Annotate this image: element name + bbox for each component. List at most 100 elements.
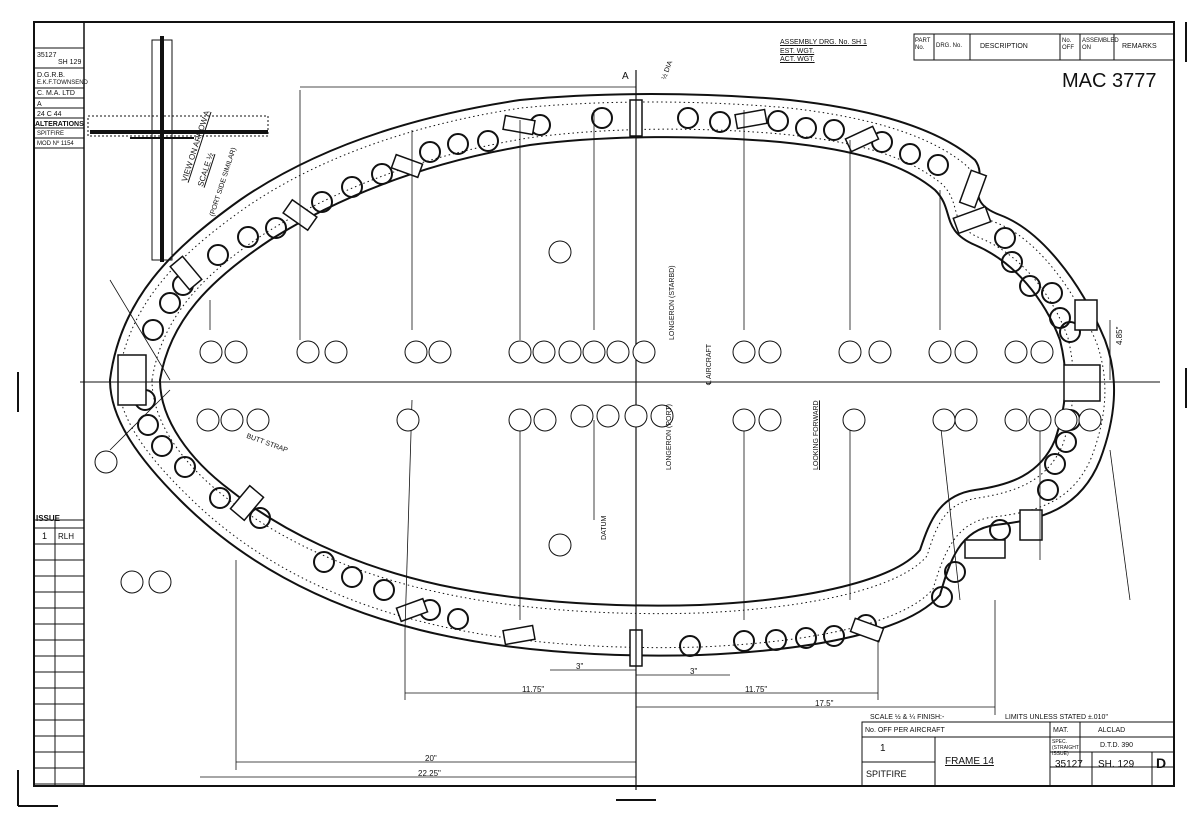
part-balloon: [508, 340, 532, 364]
view-on-arrow-a: [87, 36, 269, 262]
margin-marks: [17, 22, 1187, 807]
lightening-hole: [994, 227, 1016, 249]
butt-strap: [958, 169, 988, 209]
part-balloon: [224, 340, 248, 364]
lightening-hole: [767, 110, 789, 132]
part-balloon: [246, 408, 270, 432]
lightening-hole: [341, 176, 363, 198]
butt-strap: [964, 539, 1006, 559]
col-part-no: PART No.: [915, 38, 931, 51]
lightening-hole: [265, 217, 287, 239]
lightening-hole: [931, 586, 953, 608]
title-block-sheet: SH. 129: [1098, 759, 1135, 770]
act-weight-label: ACT. WGT.: [780, 56, 815, 63]
lightening-hole: [1044, 453, 1066, 475]
butt-strap: [1019, 509, 1043, 541]
lightening-hole: [207, 244, 229, 266]
alteration-1: SPITFIRE: [37, 131, 65, 137]
dim-4-85: 4.85": [1115, 326, 1124, 345]
leader-line: [109, 389, 171, 451]
part-balloon: [148, 570, 172, 594]
col-remarks: REMARKS: [1122, 43, 1157, 50]
lightening-hole: [447, 608, 469, 630]
datum-label: DATUM: [601, 515, 608, 540]
lightening-hole: [142, 319, 164, 341]
part-balloon: [842, 408, 866, 432]
alterations-title: ALTERATIONS: [35, 121, 84, 128]
a-mark: A: [622, 71, 629, 82]
part-balloon: [196, 408, 220, 432]
dim-3-left: 3": [576, 662, 584, 671]
spec-value: D.T.D. 390: [1100, 742, 1134, 749]
lightening-holes: [134, 107, 1081, 657]
lightening-hole: [1059, 321, 1081, 343]
lightening-hole: [679, 635, 701, 657]
lightening-hole: [1001, 251, 1023, 273]
top-header-grid: [913, 33, 1175, 61]
part-balloon: [732, 340, 756, 364]
lightening-hole: [477, 130, 499, 152]
est-weight-label: EST. WGT.: [780, 48, 815, 55]
assembly-drg-label: ASSEMBLY DRG. No. SH 1: [780, 39, 867, 46]
dimension-lines: [200, 86, 1111, 778]
no-off-label: No. OFF PER AIRCRAFT: [865, 727, 945, 734]
lightening-hole: [237, 226, 259, 248]
butt-strap: [844, 125, 880, 153]
issue-letter: D: [1156, 755, 1167, 771]
part-balloon: [324, 340, 348, 364]
part-balloon: [632, 340, 656, 364]
part-balloon: [758, 408, 782, 432]
lightening-hole: [137, 414, 159, 436]
spec-label: SPEC. (STRAIGHT ISSUE): [1052, 739, 1079, 757]
drawing-sheet-stamp: SH 129: [58, 59, 82, 66]
part-balloon: [94, 450, 118, 474]
butt-strap: [502, 624, 536, 646]
limits-note: LIMITS UNLESS STATED ±.010": [1005, 714, 1108, 721]
part-balloon: [838, 340, 862, 364]
mac-number: MAC 3777: [1062, 70, 1157, 92]
part-balloon: [570, 404, 594, 428]
part-balloon: [868, 340, 892, 364]
part-balloon: [932, 408, 956, 432]
mat-label: MAT.: [1053, 727, 1069, 734]
aircraft-name: SPITFIRE: [866, 769, 907, 779]
alteration-2: MOD Nº 1154: [37, 141, 74, 147]
part-balloon: [1078, 408, 1102, 432]
lightening-hole: [159, 292, 181, 314]
issue-row1-initials: RLH: [58, 532, 75, 541]
part-balloon: [1004, 340, 1028, 364]
butt-strap: [395, 597, 429, 623]
title-block-grid: [861, 721, 1175, 787]
lightening-hole: [823, 625, 845, 647]
part-balloon: [396, 408, 420, 432]
butt-strap: [390, 153, 424, 179]
butt-strap: [229, 484, 265, 522]
lightening-hole: [1037, 479, 1059, 501]
aircraft-centre-label: ℄ AIRCRAFT: [706, 343, 713, 385]
lightening-hole: [1055, 431, 1077, 453]
drawing-number-stamp: 35127: [37, 52, 57, 59]
col-description: DESCRIPTION: [980, 43, 1028, 50]
butt-strap: [117, 354, 147, 406]
part-balloon: [508, 408, 532, 432]
part-balloon: [758, 340, 782, 364]
leader-line: [1109, 449, 1131, 601]
mat-value: ALCLAD: [1098, 727, 1126, 734]
butt-strap: [734, 108, 768, 130]
issue-table-rows: [34, 559, 84, 785]
lightening-hole: [733, 630, 755, 652]
part-balloon: [1028, 408, 1052, 432]
left-line-4: A: [37, 101, 42, 108]
lightening-hole: [989, 519, 1011, 541]
lightening-hole: [373, 579, 395, 601]
lightening-hole: [249, 507, 271, 529]
part-balloon: [624, 404, 648, 428]
lightening-hole: [944, 561, 966, 583]
lightening-hole: [311, 191, 333, 213]
part-balloon: [928, 340, 952, 364]
lightening-hole: [591, 107, 613, 129]
part-balloon: [428, 340, 452, 364]
issue-row1-number: 1: [42, 531, 48, 541]
part-balloon: [404, 340, 428, 364]
